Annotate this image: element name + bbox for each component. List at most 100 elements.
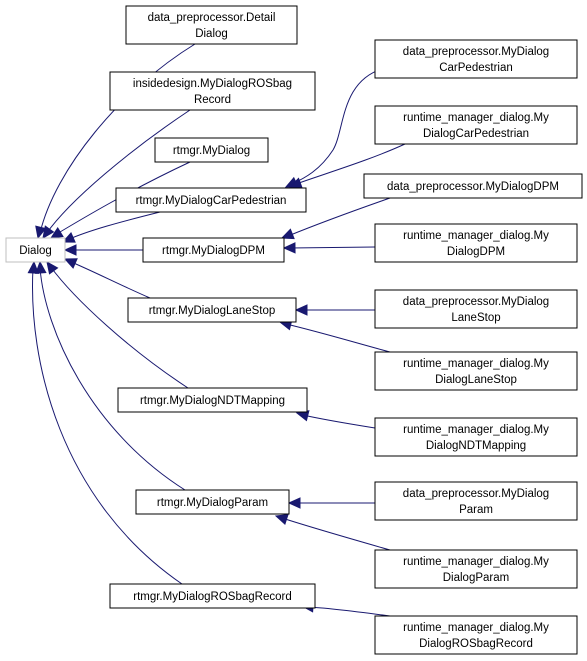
class-node-dp_param[interactable]: data_preprocessor.MyDialogParam [374, 481, 578, 521]
edge-rt_lanestop-to-dialog [63, 258, 151, 299]
edge-rm_ndt-to-rt_ndt [295, 410, 376, 429]
edge-line [289, 246, 376, 249]
class-node-ins_rosbag[interactable]: insidedesign.MyDialogROSbagRecord [109, 71, 316, 111]
arrowhead-icon [63, 244, 77, 256]
class-node-label: data_preprocessor.MyDialog [403, 488, 549, 500]
arrowhead-icon [27, 260, 40, 274]
edge-line [32, 267, 183, 585]
edge-rm_param-to-rt_param [274, 514, 391, 551]
class-node-label: DialogNDTMapping [426, 440, 526, 452]
class-node-rm_dpm[interactable]: runtime_manager_dialog.MyDialogDPM [374, 223, 578, 263]
class-node-label: Param [459, 504, 493, 516]
edge-rt_ndt-to-dialog [46, 261, 189, 389]
class-node-label: DialogDPM [447, 246, 505, 258]
class-node-dialog[interactable]: Dialog [5, 237, 66, 263]
arrowhead-icon [288, 177, 303, 189]
arrowhead-icon [287, 497, 301, 509]
arrowhead-icon [46, 261, 59, 275]
class-node-label: Record [194, 94, 231, 106]
class-node-label: runtime_manager_dialog.My [403, 622, 549, 634]
class-node-label: runtime_manager_dialog.My [403, 230, 549, 242]
class-node-box [374, 289, 578, 329]
class-node-box [363, 173, 583, 199]
class-node-rm_ndt[interactable]: runtime_manager_dialog.MyDialogNDTMappin… [374, 417, 578, 457]
edge-dp_lanestop-to-rt_lanestop [294, 304, 375, 316]
class-node-box [142, 237, 285, 263]
class-node-rm_carped[interactable]: runtime_manager_dialog.MyDialogCarPedest… [374, 105, 578, 145]
class-node-box [374, 223, 578, 263]
arrowhead-icon [63, 258, 78, 269]
class-node-label: rtmgr.MyDialogNDTMapping [140, 395, 285, 407]
class-node-label: DialogLaneStop [435, 374, 517, 386]
class-node-label: CarPedestrian [439, 62, 513, 74]
class-node-box [374, 351, 578, 391]
class-node-rt_mydialog[interactable]: rtmgr.MyDialog [154, 137, 269, 163]
arrowhead-icon [61, 232, 76, 243]
class-node-rt_carped[interactable]: rtmgr.MyDialogCarPedestrian [115, 187, 307, 213]
arrowhead-icon [282, 242, 296, 254]
edges-layer [27, 43, 406, 617]
arrowhead-icon [35, 260, 47, 274]
class-node-box [374, 549, 578, 589]
class-node-label: rtmgr.MyDialogDPM [162, 245, 265, 257]
edge-rt_param-to-dialog [35, 260, 186, 491]
edge-line [302, 414, 376, 429]
class-node-label: runtime_manager_dialog.My [403, 358, 549, 370]
class-node-rt_ndt[interactable]: rtmgr.MyDialogNDTMapping [117, 387, 308, 413]
edge-line [307, 606, 391, 617]
class-node-label: Dialog [19, 245, 52, 257]
edge-line [281, 517, 391, 551]
edge-line [291, 67, 386, 185]
edge-line [295, 143, 406, 185]
class-node-rt_param[interactable]: rtmgr.MyDialogParam [135, 489, 290, 515]
class-node-label: data_preprocessor.MyDialogDPM [387, 181, 559, 193]
class-node-box [115, 187, 307, 213]
class-node-dp_dpm[interactable]: data_preprocessor.MyDialogDPM [363, 173, 583, 199]
class-node-label: rtmgr.MyDialog [173, 145, 250, 157]
class-node-label: runtime_manager_dialog.My [403, 556, 549, 568]
class-node-box [109, 71, 316, 111]
edge-rt_rosbag-to-dialog [27, 260, 183, 585]
class-node-label: LaneStop [451, 312, 500, 324]
edge-rt_dpm-to-dialog [63, 244, 143, 256]
class-node-dp_carped[interactable]: data_preprocessor.MyDialogCarPedestrian [374, 39, 578, 79]
edge-line [45, 109, 191, 235]
arrowhead-icon [42, 225, 55, 239]
class-node-box [125, 5, 298, 45]
class-node-rm_lanestop[interactable]: runtime_manager_dialog.MyDialogLaneStop [374, 351, 578, 391]
class-node-rm_param[interactable]: runtime_manager_dialog.MyDialogParam [374, 549, 578, 589]
class-node-label: rtmgr.MyDialogROSbagRecord [133, 591, 292, 603]
edge-line [68, 260, 151, 299]
class-node-rm_rosbag[interactable]: runtime_manager_dialog.MyDialogROSbagRec… [374, 615, 578, 655]
edge-line [287, 197, 391, 237]
class-node-label: rtmgr.MyDialogLaneStop [149, 305, 276, 317]
class-node-rt_rosbag[interactable]: rtmgr.MyDialogROSbagRecord [109, 583, 316, 609]
arrowhead-icon [274, 514, 289, 526]
class-node-rt_lanestop[interactable]: rtmgr.MyDialogLaneStop [127, 297, 297, 323]
edge-rm_dpm-to-rt_dpm [282, 242, 376, 254]
edge-line [39, 267, 186, 491]
class-node-box [109, 583, 316, 609]
class-node-box [135, 489, 290, 515]
class-node-label: data_preprocessor.MyDialog [403, 296, 549, 308]
nodes-layer: Dialog data_preprocessor.DetailDialoginsi… [5, 5, 583, 655]
class-node-label: DialogROSbagRecord [419, 638, 533, 650]
class-node-box [127, 297, 297, 323]
class-node-rt_dpm[interactable]: rtmgr.MyDialogDPM [142, 237, 285, 263]
edge-line [285, 323, 391, 353]
class-node-label: insidedesign.MyDialogROSbag [133, 78, 292, 90]
class-node-box [374, 39, 578, 79]
edge-line [54, 161, 191, 236]
class-node-box [5, 237, 66, 263]
edge-ins_rosbag-to-dialog [42, 109, 191, 239]
edge-line [39, 43, 196, 234]
class-node-label: runtime_manager_dialog.My [403, 424, 549, 436]
edge-line [66, 211, 161, 241]
class-node-label: data_preprocessor.Detail [148, 12, 276, 24]
class-node-box [374, 615, 578, 655]
arrowhead-icon [294, 304, 308, 316]
class-node-dp_lanestop[interactable]: data_preprocessor.MyDialogLaneStop [374, 289, 578, 329]
class-node-label: rtmgr.MyDialogParam [157, 497, 268, 509]
